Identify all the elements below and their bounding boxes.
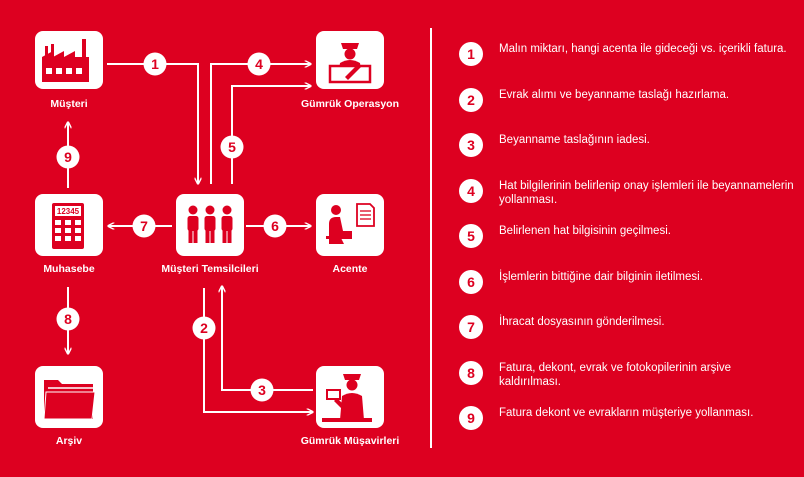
legend-number: 3 [459,133,483,157]
legend-text: Belirlenen hat bilgisinin geçilmesi. [499,225,671,237]
svg-text:5: 5 [228,139,236,155]
legend-item-8: 8 Fatura, dekont, evrak ve fotokopilerini… [459,360,794,407]
customs-officer-desk-icon [328,43,372,84]
step-badge-4: 4 [247,52,271,76]
arrow-step-5 [231,86,311,184]
step-badge-2: 2 [192,316,216,340]
legend-item-2: 2 Evrak alımı ve beyanname taslağı hazırl… [459,87,794,134]
legend-text: İşlemlerin bittiğine dair bilginin ileti… [499,270,703,283]
legend-number: 8 [459,360,483,385]
svg-text:4: 4 [255,56,263,72]
legend-item-1: 1 Malın miktarı, hangi acenta ile gideceğ… [459,42,794,88]
node-arsiv: Arşiv [35,366,103,447]
node-acente: Acente [316,194,384,275]
legend-item-7: 7 İhracat dosyasının gönderilmesi. [459,315,794,361]
node-label-gumruk-musavirleri: Gümrük Müşavirleri [301,435,400,447]
folder-icon [43,380,96,420]
legend-text: Fatura dekont ve evrakların müşteriye yo… [499,407,754,419]
legend-item-5: 5 Belirlenen hat bilgisinin geçilmesi. [459,224,794,270]
step-badge-9: 9 [56,145,80,169]
legend-text: Malın miktarı, hangi acenta ile gideceği… [499,43,787,55]
legend-number: 2 [459,87,483,112]
node-gumruk-musavirleri: Gümrük Müşavirleri [301,366,400,447]
customs-broker-icon [322,374,372,422]
legend-number: 5 [459,224,483,248]
agent-document-icon [326,203,375,244]
svg-text:1: 1 [151,56,159,72]
legend-number: 1 [459,42,483,66]
divider-line [430,28,432,448]
node-gumruk-operasyon: Gümrük Operasyon [301,31,399,110]
node-musteri: Müşteri [35,31,103,110]
legend-number: 9 [459,406,483,430]
legend-number: 7 [459,315,483,339]
step-badge-5: 5 [220,135,244,159]
node-label-arsiv: Arşiv [56,435,82,447]
step-badge-8: 8 [56,307,80,331]
legend-item-4: 4 Hat bilgilerinin belirlenip onay işleml… [459,178,794,225]
svg-text:3: 3 [258,382,266,398]
legend-item-3: 3 Beyanname taslağının iadesi. [459,133,794,179]
legend-text: Hat bilgilerinin belirlenip onay işlemle… [499,179,794,206]
node-label-acente: Acente [332,263,367,275]
step-badge-3: 3 [250,378,274,402]
people-group-icon [187,205,233,243]
step-legend: 1 Malın miktarı, hangi acenta ile gideceğ… [459,42,794,452]
legend-item-6: 6 İşlemlerin bittiğine dair bilginin ilet… [459,269,794,316]
node-label-gumruk-operasyon: Gümrük Operasyon [301,98,399,110]
workflow-diagram: 1 4 5 6 7 9 8 2 3 Müşteri [35,31,400,447]
arrow-step-4 [210,64,311,184]
legend-text: Fatura, dekont, evrak ve fotokopilerinin… [499,361,732,388]
node-label-musteri-temsilcileri: Müşteri Temsilcileri [161,263,258,275]
calculator-display: 12345 [57,207,80,216]
svg-text:9: 9 [64,149,72,165]
node-label-musteri: Müşteri [50,98,87,110]
arrow-step-1 [107,63,198,184]
node-musteri-temsilcileri: Müşteri Temsilcileri [161,194,259,275]
node-label-muhasebe: Muhasebe [43,263,95,275]
arrow-numbers: 1 4 5 6 7 9 8 2 3 [56,52,287,402]
legend-text: İhracat dosyasının gönderilmesi. [499,316,665,328]
factory-icon [42,39,89,82]
legend-text: Evrak alımı ve beyanname taslağı hazırla… [499,88,730,101]
node-muhasebe: 12345 Muhasebe [35,194,103,275]
arrow-step-3 [222,286,313,391]
calculator-icon: 12345 [52,203,84,249]
legend-number: 4 [459,178,483,203]
svg-text:7: 7 [140,218,148,234]
step-badge-7: 7 [132,214,156,238]
legend-item-9: 9 Fatura dekont ve evrakların müşteriye y… [459,406,794,452]
svg-text:2: 2 [200,320,208,336]
step-badge-1: 1 [143,52,167,76]
step-badge-6: 6 [263,214,287,238]
legend-number: 6 [459,269,483,294]
legend-text: Beyanname taslağının iadesi. [499,134,650,146]
svg-text:8: 8 [64,311,72,327]
svg-text:6: 6 [271,218,279,234]
